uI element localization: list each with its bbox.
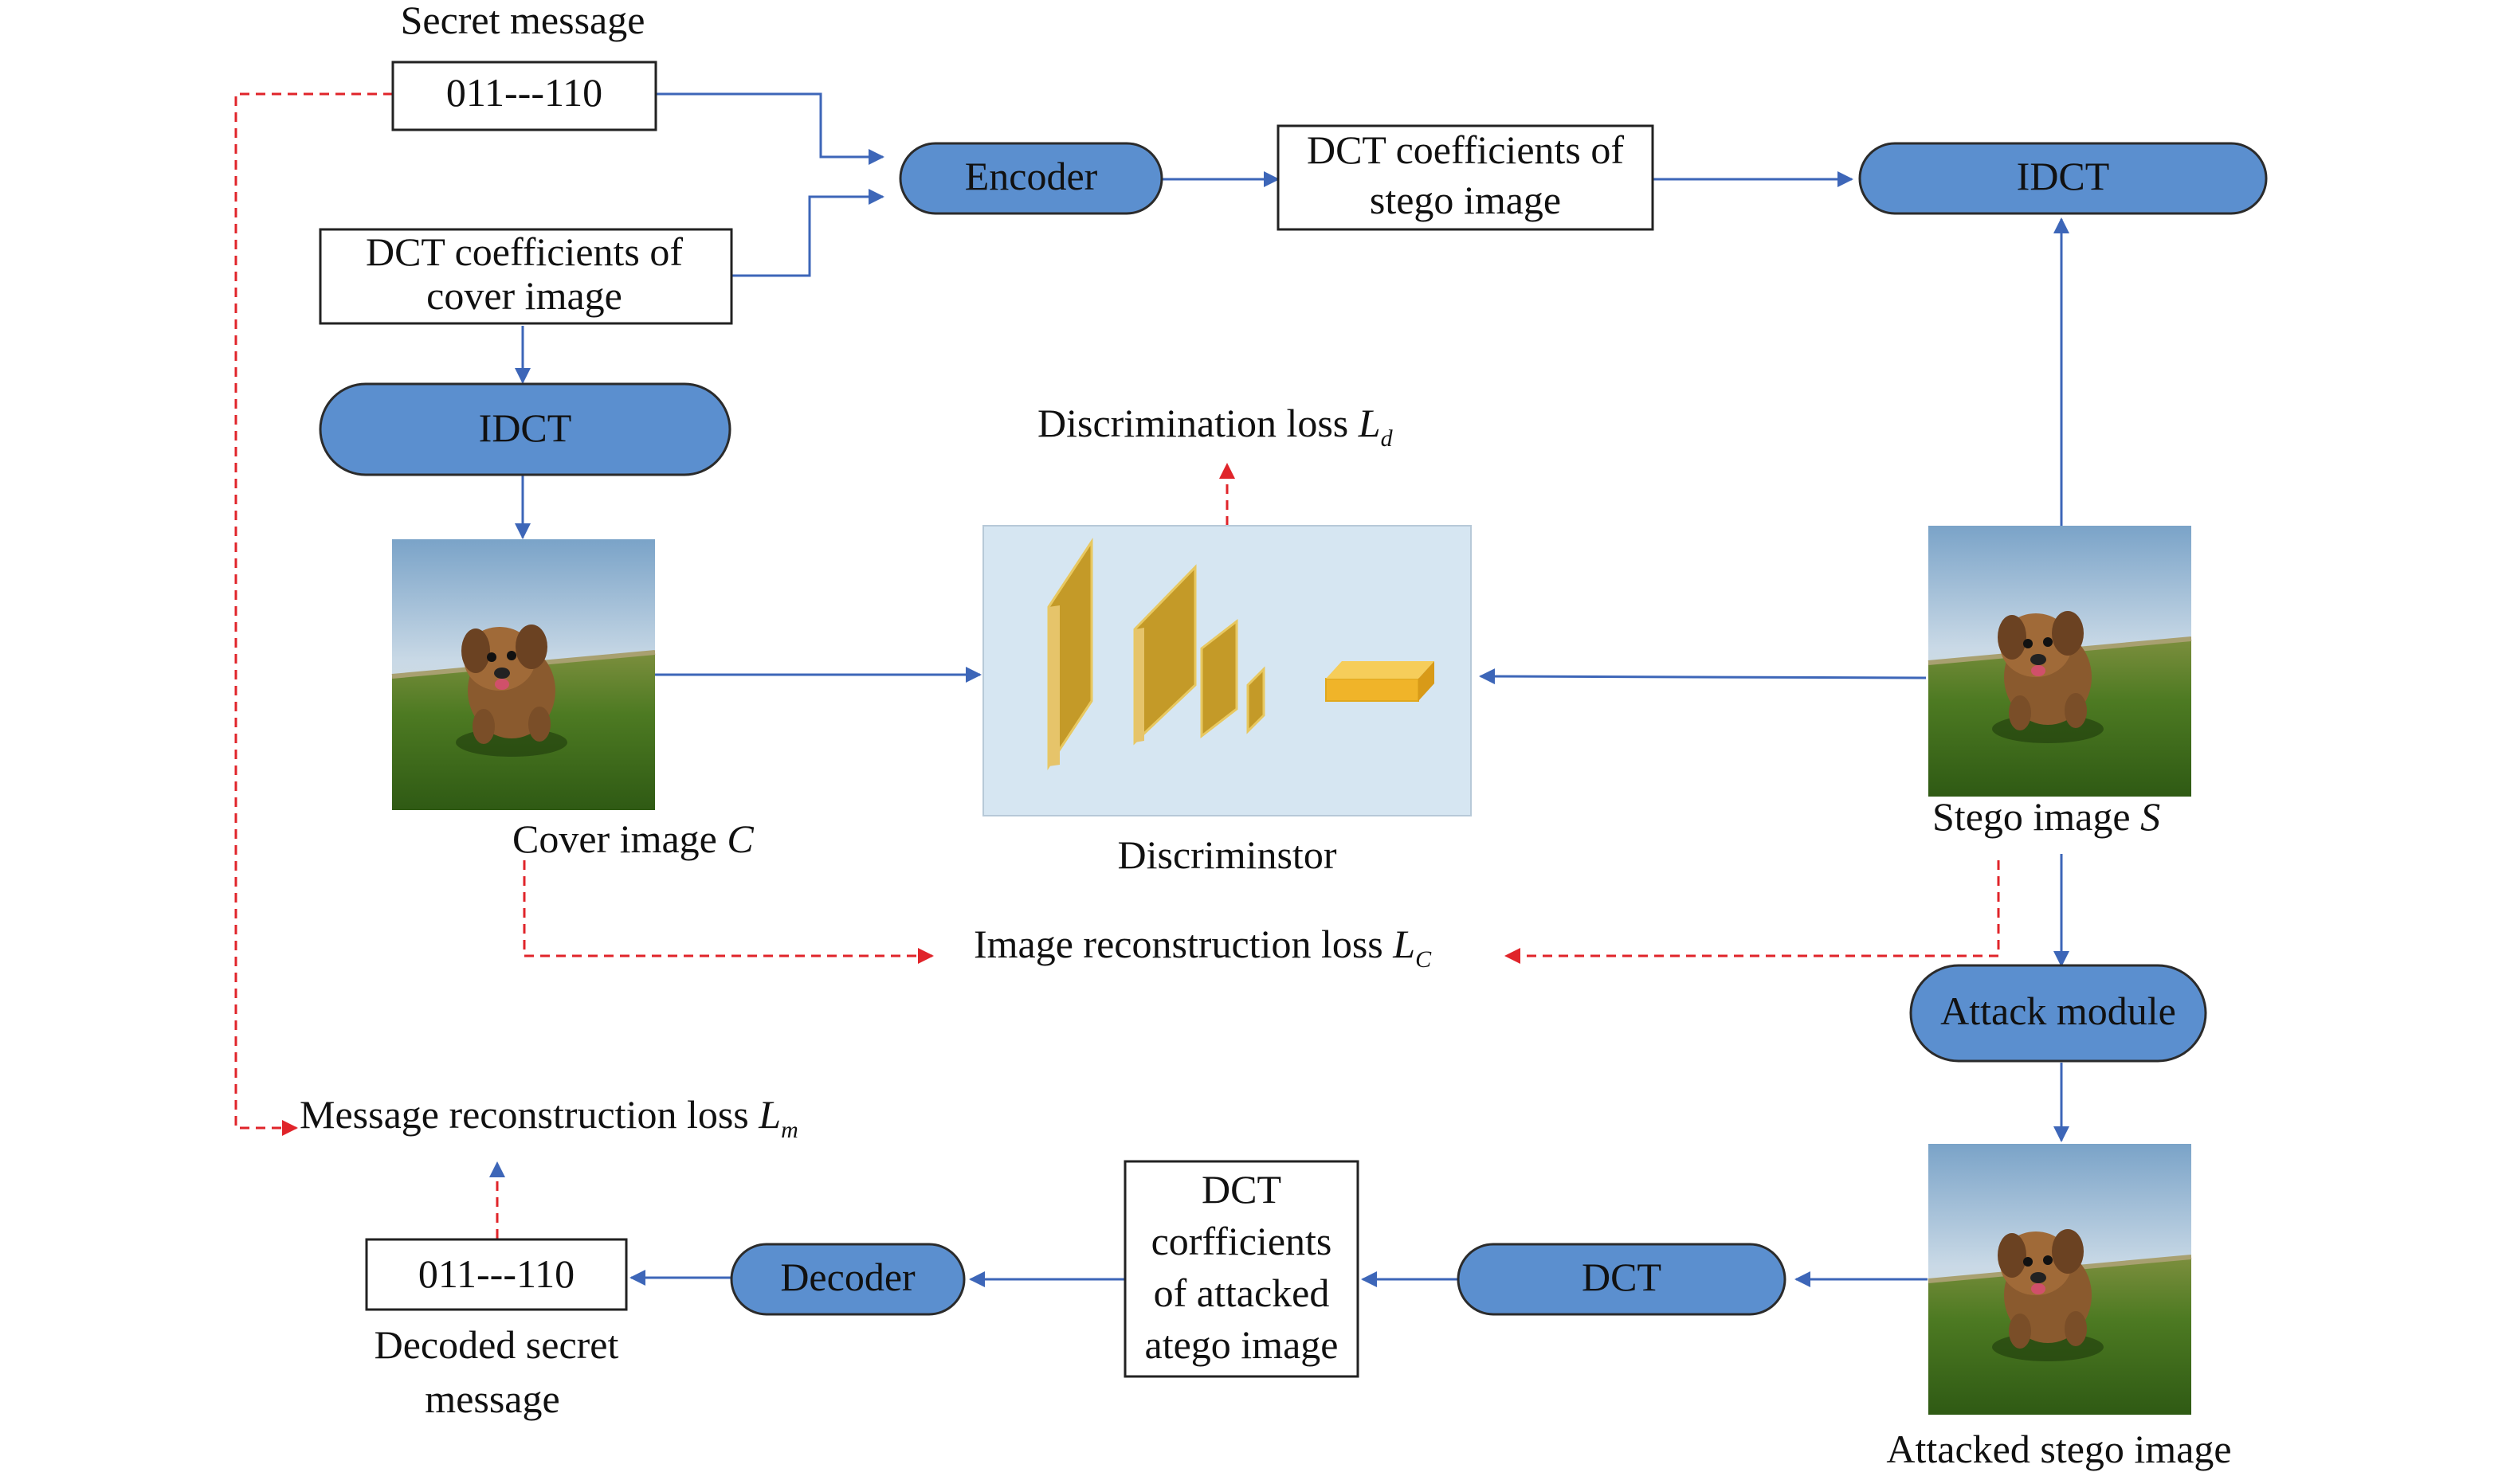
- message-reconstruction-loss-label: Message reconstruction loss Lm: [300, 1092, 798, 1143]
- decoded-message-line1: Decoded secret: [375, 1322, 619, 1367]
- encoder-block: [899, 142, 1163, 215]
- loss-arrows: [234, 92, 2000, 1239]
- image-reconstruction-loss-label: Image reconstruction loss LC: [974, 922, 1432, 973]
- dct-bottom-block: [1457, 1243, 1786, 1316]
- decoded-message-box: [365, 1238, 628, 1311]
- cover-image-photo: [392, 539, 655, 810]
- idct-left-label: IDCT: [479, 405, 572, 450]
- discrimination-loss-label: Discrimination loss Ld: [1037, 401, 1394, 452]
- attacked-stego-image-caption: Attacked stego image: [1886, 1427, 2231, 1471]
- idct-top-label: IDCT: [2017, 154, 2110, 198]
- dct-attacked-line4: atego image: [1145, 1322, 1339, 1367]
- dct-attacked-box: [1124, 1160, 1359, 1378]
- attacked-stego-image-photo: [1928, 1144, 2191, 1415]
- dct-attacked-line1: DCT: [1202, 1167, 1281, 1212]
- dct-stego-box: [1277, 124, 1654, 231]
- dct-attacked-line3: of attacked: [1154, 1271, 1330, 1315]
- decoded-message-line2: message: [425, 1376, 559, 1421]
- secret-message-box: [391, 61, 657, 131]
- dct-cover-box: [319, 228, 733, 325]
- decoded-message-bits: 011---110: [418, 1251, 575, 1296]
- dct-cover-line2: cover image: [426, 273, 622, 318]
- decoder-block: [730, 1243, 966, 1316]
- secret-message-title: Secret message: [401, 0, 645, 42]
- cover-image-caption: Cover image C: [512, 816, 754, 861]
- dct-stego-line1: DCT coefficients of: [1307, 127, 1624, 172]
- dct-stego-line2: stego image: [1370, 178, 1561, 222]
- idct-top-block: [1858, 142, 2268, 215]
- stego-image-caption: Stego image S: [1932, 794, 2160, 839]
- encoder-label: Encoder: [965, 154, 1098, 198]
- dct-bottom-label: DCT: [1582, 1255, 1661, 1299]
- discriminator-caption: Discriminstor: [1118, 832, 1337, 877]
- decoder-label: Decoder: [780, 1255, 916, 1299]
- dct-attacked-line2: corfficients: [1151, 1219, 1332, 1263]
- secret-message-bits: 011---110: [446, 70, 602, 115]
- stego-image-photo: [1928, 526, 2191, 797]
- attack-module-label: Attack module: [1940, 989, 2176, 1033]
- discriminator-panel: [982, 525, 1472, 816]
- attack-module-block: [1909, 964, 2207, 1063]
- idct-left-block: [319, 382, 731, 476]
- flow-arrows: [515, 92, 2069, 1287]
- dct-cover-line1: DCT coefficients of: [366, 229, 683, 274]
